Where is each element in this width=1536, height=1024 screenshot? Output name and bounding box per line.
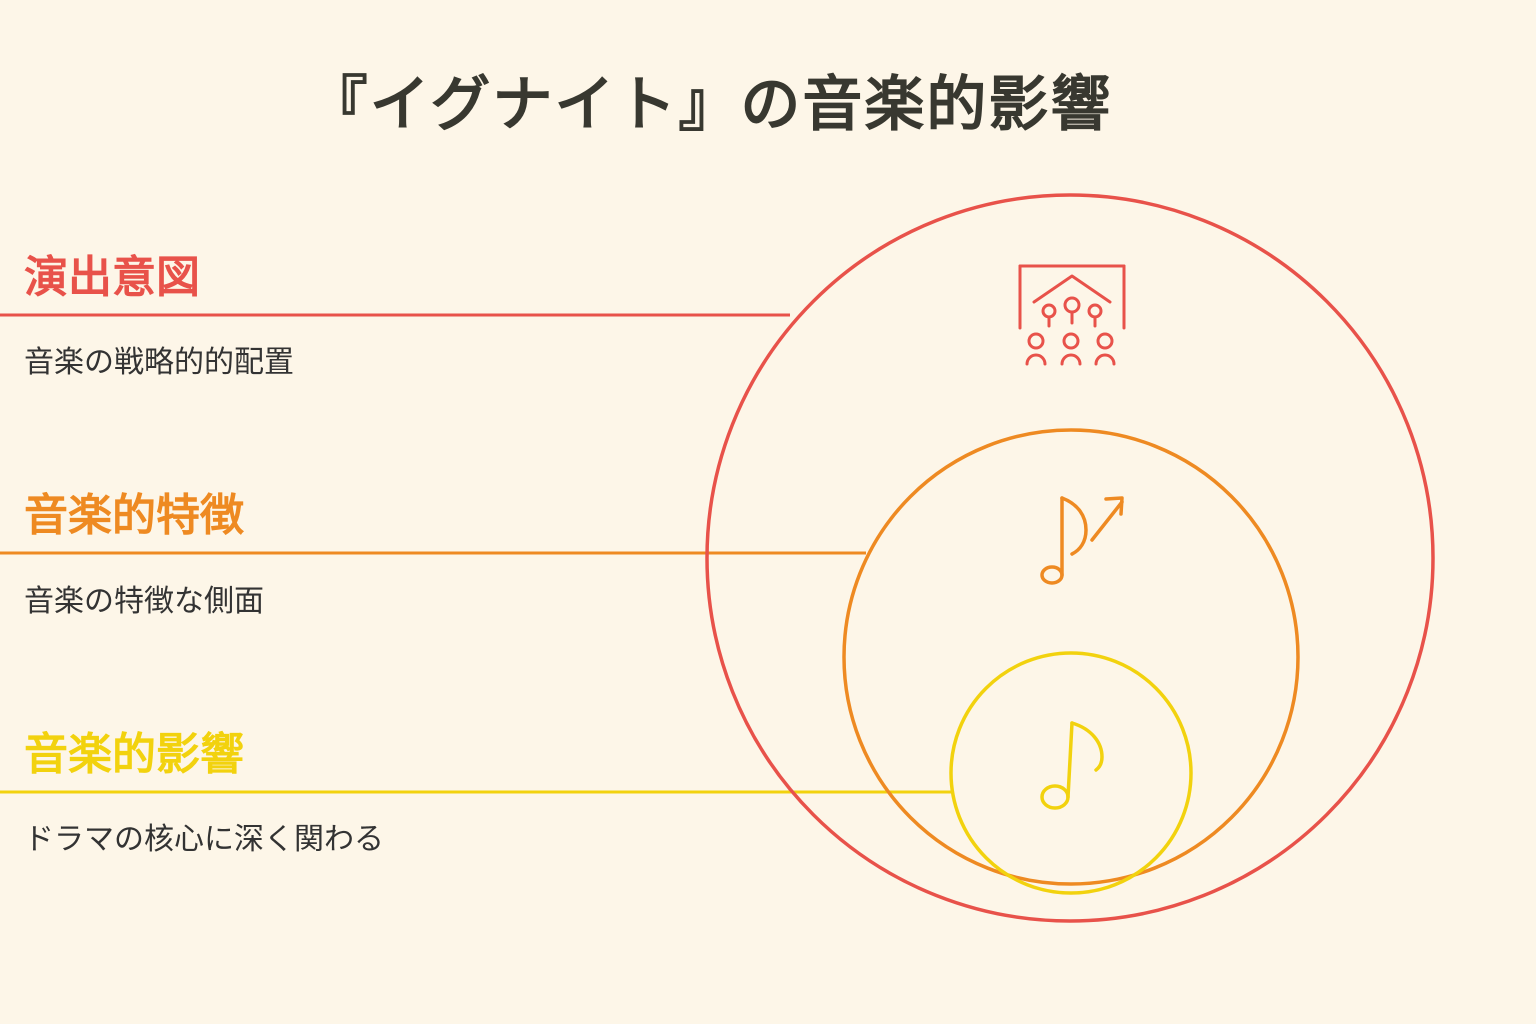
audience-stage-icon [1018, 264, 1126, 366]
music-note-arrow-icon [1040, 496, 1124, 585]
music-note-icon [1040, 721, 1104, 810]
middle-circle [842, 428, 1300, 886]
layer-label-intent: 演出意図 [24, 252, 200, 303]
page-title: 『イグナイト』の音楽的影響 [307, 70, 1113, 140]
layer-label-impact: 音楽的影響 [24, 729, 244, 780]
inner-circle [949, 651, 1193, 895]
layer-description-intent: 音楽の戦略的的配置 [24, 345, 294, 380]
layer-description-features: 音楽の特徴な側面 [24, 584, 264, 619]
layer-label-features: 音楽的特徴 [24, 490, 244, 541]
layer-description-impact: ドラマの核心に深く関わる [24, 822, 384, 857]
outer-circle [705, 193, 1435, 923]
